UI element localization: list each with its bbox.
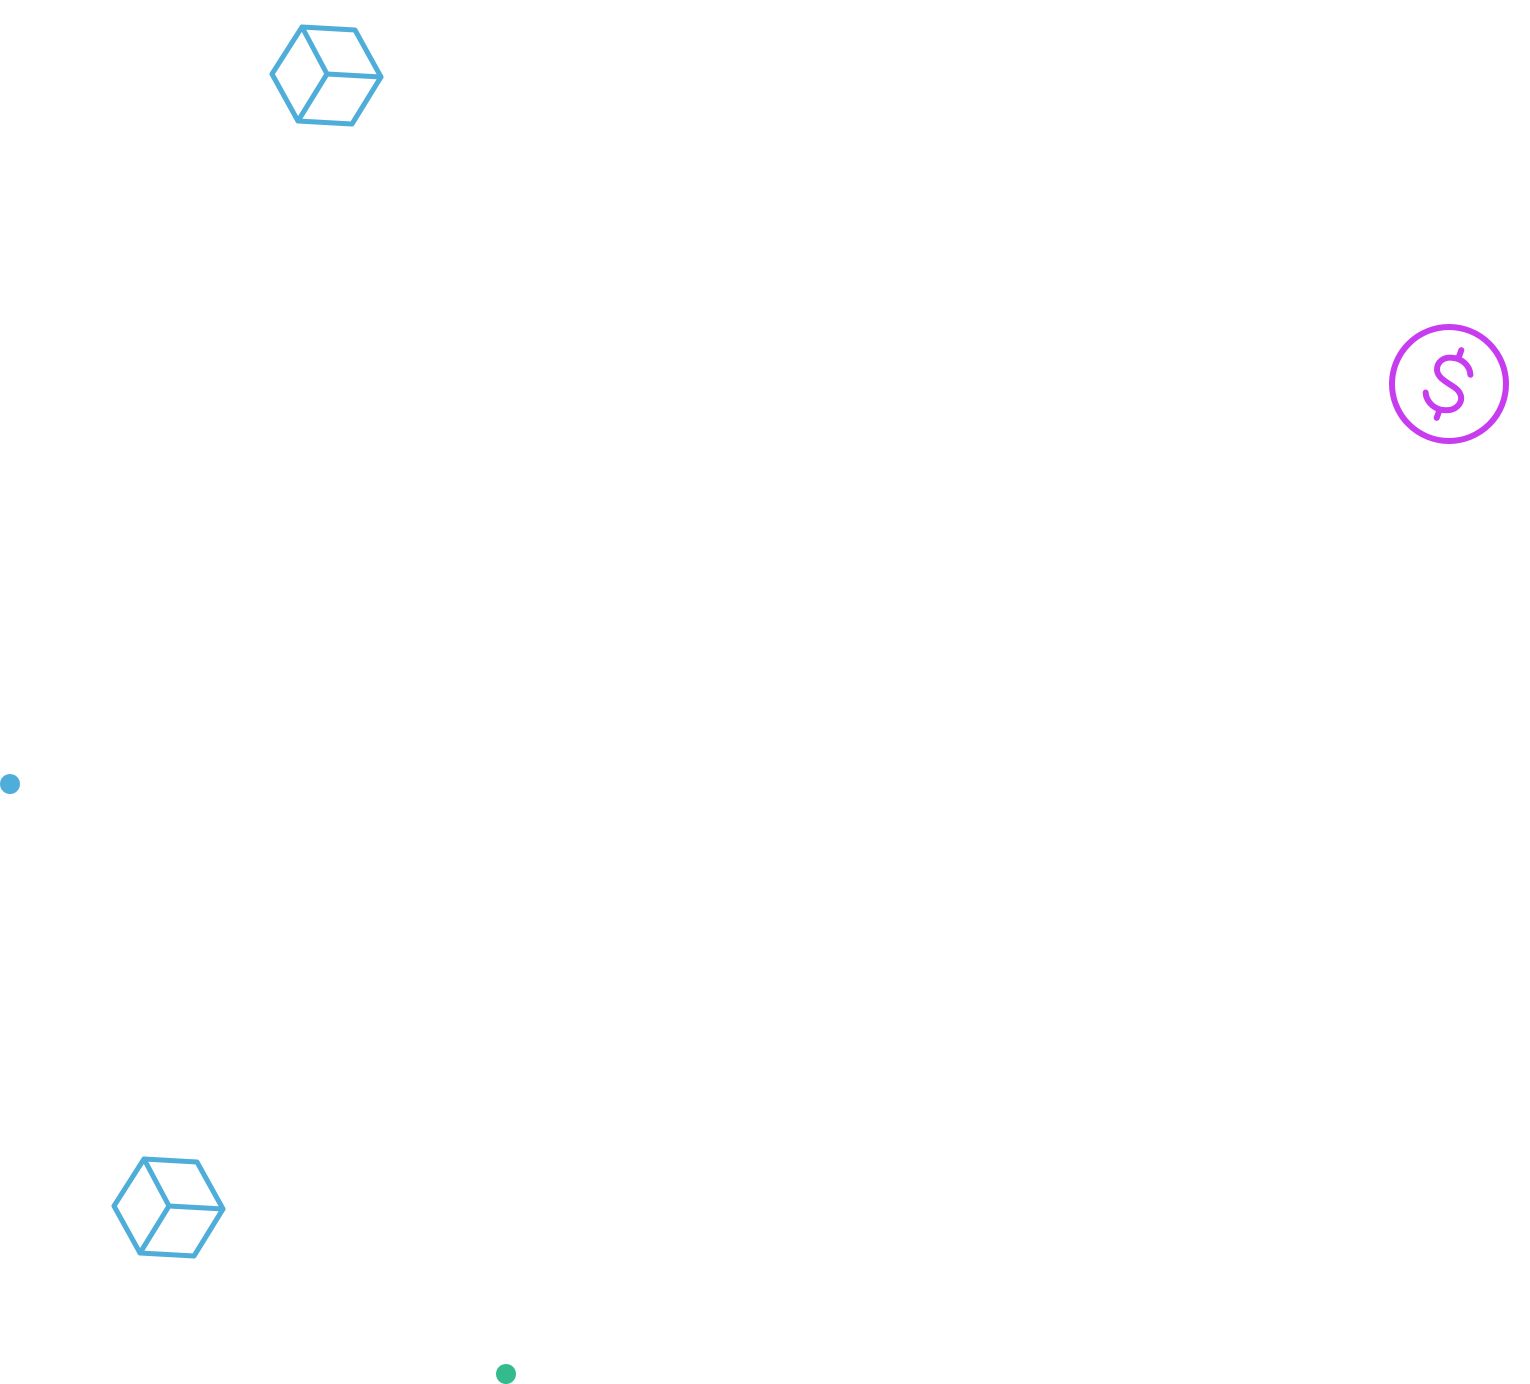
dot-icon xyxy=(0,774,20,794)
cube-outline-icon xyxy=(111,1156,226,1259)
cube-outline-icon xyxy=(269,24,384,127)
dot-icon xyxy=(496,1364,516,1384)
dollar-coin-icon xyxy=(1389,324,1509,444)
